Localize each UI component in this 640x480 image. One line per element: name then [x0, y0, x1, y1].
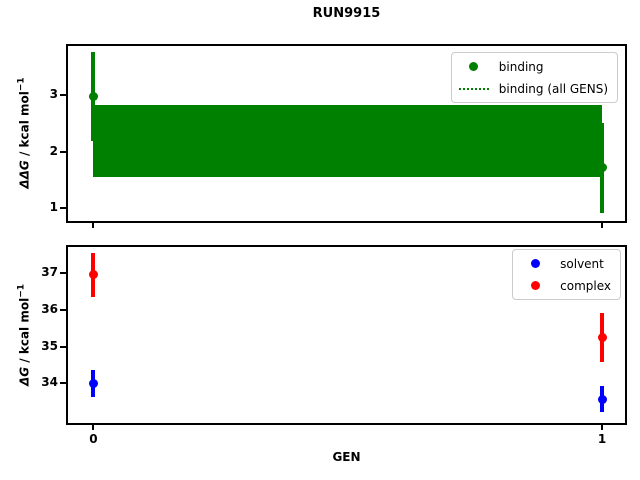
legend-item-complex: complex [520, 276, 611, 295]
marker-binding [88, 92, 98, 102]
y-tick-mark [60, 309, 66, 312]
legend-label: complex [560, 278, 611, 293]
marker-complex [88, 270, 98, 280]
y-tick-mark [60, 382, 66, 385]
legend-dotted-line-icon [458, 87, 489, 90]
plot-area-dg: 34 35 36 37 0 1 solvent complex [41, 245, 627, 446]
legend-label: binding [498, 59, 544, 74]
y-tick-label: 3 [49, 87, 58, 102]
marker-complex [597, 333, 607, 343]
x-tick-mark [92, 423, 95, 430]
marker-binding [597, 163, 607, 173]
legend-box: binding binding (all GENS) [450, 52, 618, 103]
x-tick-label: 1 [597, 432, 607, 446]
x-tick-mark [601, 221, 604, 228]
y-tick-label: 1 [49, 200, 58, 215]
legend-item-binding: binding [459, 57, 608, 76]
y-tick-label: 36 [41, 302, 58, 317]
marker-solvent [88, 378, 98, 388]
x-axis-label: GEN [332, 450, 361, 464]
legend-dot-icon [520, 259, 550, 268]
y-tick-mark [60, 94, 66, 97]
y-axis-label-math: ΔΔG [17, 160, 32, 189]
y-tick-label: 2 [49, 143, 58, 158]
marker-solvent [597, 394, 607, 404]
x-tick-mark [92, 221, 95, 228]
y-tick-label: 34 [41, 375, 58, 390]
y-axis-label-exponent: −1 [16, 283, 27, 298]
x-tick-mark [601, 423, 604, 430]
legend-item-solvent: solvent [520, 254, 611, 273]
y-tick-mark [60, 207, 66, 210]
chart-title: RUN9915 [312, 6, 381, 21]
plot-area-ddg: 1 2 3 binding binding (all GENS) [50, 44, 627, 228]
x-tick-label: 0 [89, 432, 98, 446]
y-tick-mark [60, 345, 66, 348]
legend-item-binding-all-gens-: binding (all GENS) [458, 79, 608, 98]
y-tick-label: 35 [41, 338, 58, 353]
y-tick-label: 37 [41, 265, 58, 280]
legend-box: solvent complex [512, 249, 621, 300]
legend-dot-icon [459, 62, 489, 71]
error-band-all-gens [93, 105, 603, 177]
legend-dot-icon [520, 281, 550, 290]
y-tick-mark [60, 272, 66, 275]
y-axis-label-dg: ΔG / kcal mol−1 [17, 284, 32, 386]
dotted-line-icon [458, 87, 489, 90]
dot-marker-icon [530, 259, 540, 268]
dot-marker-icon [530, 281, 540, 290]
dot-marker-icon [469, 62, 479, 71]
y-tick-mark [60, 150, 66, 153]
legend-label: solvent [560, 256, 604, 271]
legend-label: binding (all GENS) [498, 81, 608, 96]
